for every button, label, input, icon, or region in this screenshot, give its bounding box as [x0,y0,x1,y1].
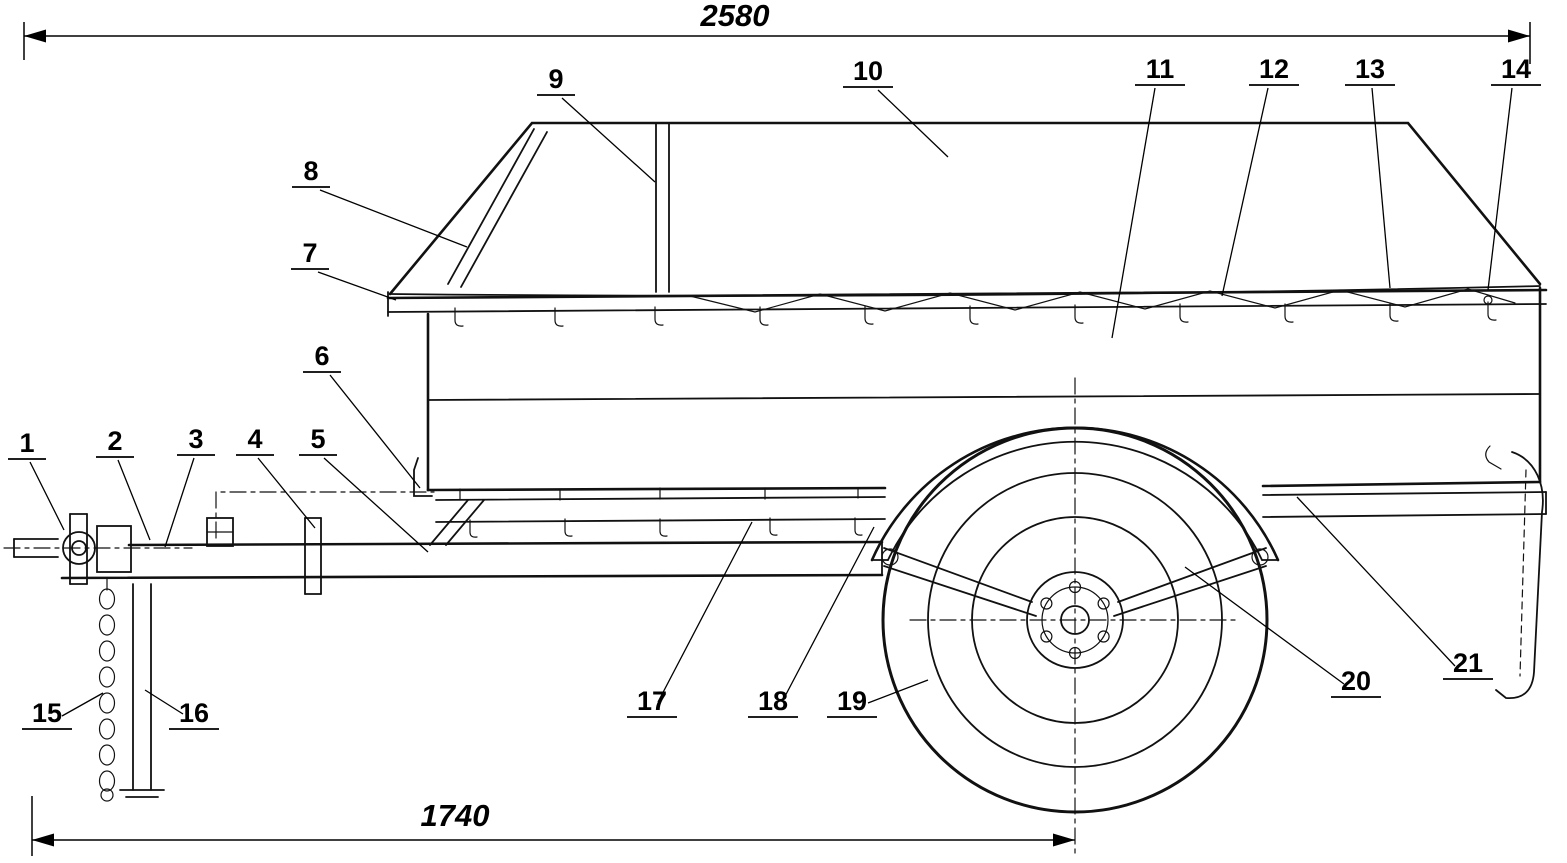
callout-2: 2 [96,426,151,541]
callout-16-label: 16 [179,698,209,728]
front-support-bracket [413,457,433,497]
top-rail [386,288,1548,300]
arrow-left-icon [32,833,54,847]
suspension-arm-front [883,547,1033,603]
callout-11: 11 [1111,54,1185,339]
callout-5-label: 5 [310,424,325,454]
frame [435,487,1547,538]
arrow-right-icon [1053,833,1075,847]
callout-20-label: 20 [1341,666,1371,696]
wheel [881,377,1269,859]
frame-tie-hooks [469,517,863,538]
callout-4-label: 4 [247,424,262,454]
callout-19: 19 [827,679,929,718]
callout-12-label: 12 [1259,54,1289,84]
callout-7: 7 [291,238,397,301]
coupling-body [96,525,132,573]
hitch-to-axle-value: 1740 [421,798,490,833]
drawbar [60,457,884,580]
tarpaulin-cover [388,121,1542,313]
callout-8-label: 8 [303,156,318,186]
callout-13: 13 [1345,54,1395,289]
callout-12: 12 [1221,54,1299,297]
chain-end-hook [100,788,114,802]
callout-10: 10 [843,56,949,158]
callout-14: 14 [1487,54,1541,291]
callout-10-label: 10 [853,56,883,86]
callout-5: 5 [299,424,429,553]
callout-21-label: 21 [1453,648,1483,678]
callout-8: 8 [292,156,468,248]
rail-tie-hooks [454,301,1497,327]
safety-chain [98,577,116,802]
hidden-member-centerline [215,491,435,539]
drawbar-top [127,540,884,547]
callout-2-label: 2 [107,426,122,456]
box-bottom [426,486,887,492]
drawbar-brace [429,499,469,546]
coupling-ball-socket [62,531,96,565]
callout-21: 21 [1296,496,1493,680]
callout-17-label: 17 [637,686,667,716]
support-stand [119,583,165,798]
drawbar-bottom [60,573,884,580]
cargo-box [386,286,1548,492]
callout-11-label: 11 [1146,54,1175,84]
callout-14-label: 14 [1501,54,1531,84]
top-rail-lower-edge [387,303,1547,313]
box-bottom [1261,480,1542,488]
front-bow-tube [460,131,548,288]
callout-9-label: 9 [548,64,563,94]
callout-4: 4 [236,424,316,529]
rear-strap [1485,445,1544,699]
callout-1: 1 [8,428,65,531]
callout-13-label: 13 [1355,54,1385,84]
suspension-arm-front [883,565,1037,617]
frame-rail-top [1262,491,1547,496]
arrow-right-icon [1508,29,1530,43]
suspension [881,547,1269,617]
callout-3-label: 3 [188,424,203,454]
callout-20: 20 [1184,566,1381,698]
suspension-arm-rear [1113,565,1267,617]
side-panel-seam [427,393,1541,401]
callout-18: 18 [748,526,875,718]
callout-17: 17 [627,521,753,718]
rear-hook [1485,445,1502,470]
callout-3: 3 [164,424,215,548]
callout-6: 6 [303,341,421,489]
callout-7-label: 7 [302,238,317,268]
rear-strap-hidden-edge [1519,469,1527,677]
callout-9: 9 [537,64,656,183]
callout-15-label: 15 [32,698,62,728]
coupling-pin [71,540,87,556]
frame-rail-bottom [1262,513,1547,518]
overall-length-dimension: 2580 [23,0,1531,64]
callout-1-label: 1 [19,428,34,458]
callout-16: 16 [144,689,219,730]
callout-18-label: 18 [758,686,788,716]
suspension-arm-rear [1117,547,1267,603]
callout-19-label: 19 [837,686,867,716]
chain-links [98,588,116,792]
front-bow-tube [447,128,535,285]
callout-15: 15 [22,692,104,730]
arrow-left-icon [24,29,46,43]
rear-strap-outline [1495,451,1544,699]
hitch-coupling [3,513,193,585]
tarpaulin-outline [388,121,1542,296]
rear-tie-hook [1483,295,1493,305]
callout-6-label: 6 [314,341,329,371]
box-frame-spacers [459,487,859,501]
overall-length-value: 2580 [700,0,770,33]
hitch-to-axle-dimension: 1740 [31,796,1075,856]
drawbar-brace [445,499,485,546]
